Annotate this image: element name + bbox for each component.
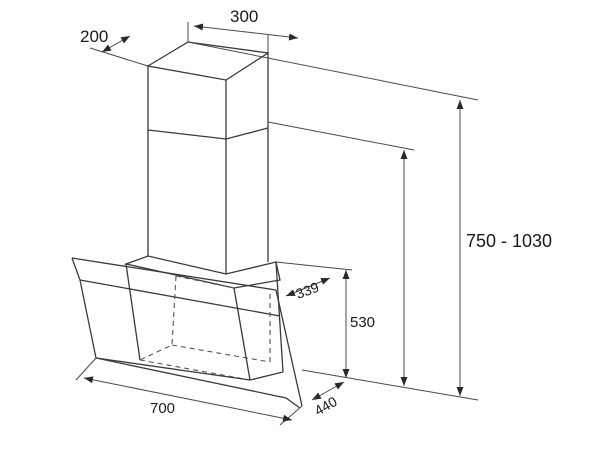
ext-top-total [187, 41, 479, 101]
hidden-edge-2 [171, 344, 271, 363]
dim-line-200 [101, 35, 131, 53]
dimension-lines [83, 23, 464, 422]
ext-width-left [75, 357, 97, 381]
hidden-edge-1 [139, 275, 177, 361]
ext-top-hood-530 [267, 121, 415, 151]
dim-line-440 [311, 381, 345, 401]
ext-bottom [301, 369, 479, 401]
label-total-height: 750 - 1030 [466, 231, 552, 251]
label-hood-depth: 440 [312, 393, 340, 419]
dim-line-339 [285, 277, 331, 297]
hood-body [71, 255, 303, 409]
hood-base-line [95, 357, 251, 381]
chimney-seam [147, 127, 269, 140]
label-chimney-depth: 200 [80, 27, 108, 46]
housing-top [123, 255, 281, 289]
housing-front-edge [233, 287, 251, 381]
glass-top-edge [71, 257, 277, 291]
chimney-top-face [146, 41, 270, 81]
glass-right-edge [275, 289, 303, 407]
housing-back-edge [275, 261, 284, 373]
chimney [146, 41, 270, 274]
label-chimney-width: 300 [230, 7, 258, 26]
glass-panel-outline [71, 257, 301, 409]
dimension-labels: 200 300 750 - 1030 530 339 440 700 [80, 7, 552, 419]
ext-width-right [279, 405, 303, 426]
ext-chimney-depth [89, 47, 149, 67]
ext-hood-top [275, 261, 353, 271]
housing-left-edge [125, 263, 141, 361]
dim-line-300 [193, 23, 299, 41]
housing-bottom-right [249, 371, 284, 381]
dim-line-700 [83, 376, 293, 422]
glass-inner-edge [79, 279, 281, 317]
label-hood-width: 700 [150, 400, 175, 417]
extension-lines [75, 22, 479, 426]
label-hood-height: 530 [350, 314, 375, 331]
label-hood-offset: 339 [294, 279, 322, 302]
hidden-edge-5 [175, 275, 235, 289]
